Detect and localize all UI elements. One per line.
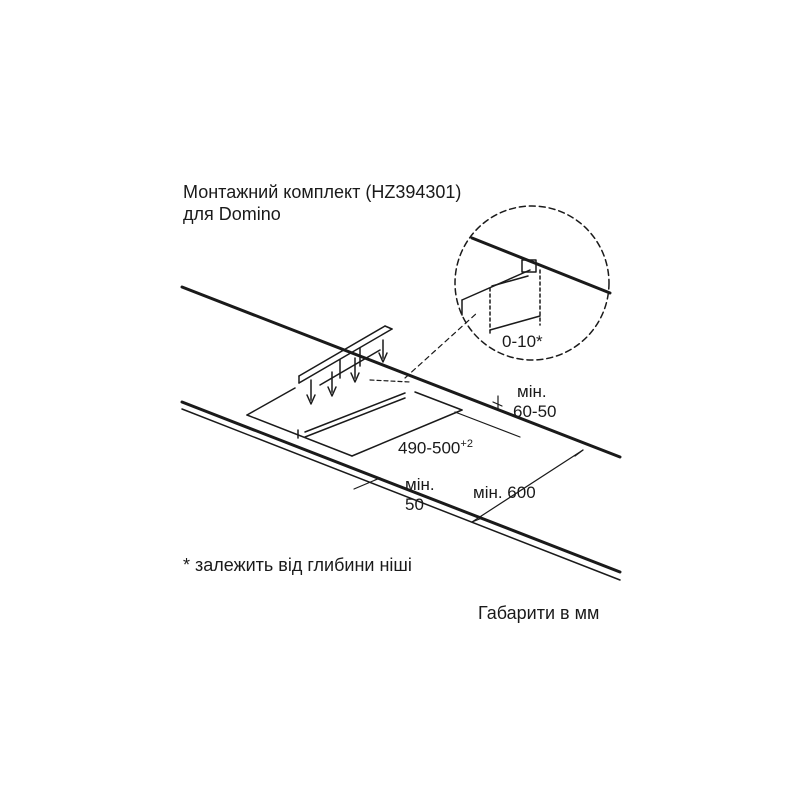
worktop-front-edge-lower bbox=[181, 408, 621, 581]
insert-arrows bbox=[306, 339, 388, 405]
depth-dimension bbox=[492, 395, 503, 411]
front-dimension bbox=[353, 477, 381, 490]
worktop-front-edge bbox=[180, 400, 622, 574]
mounting-bracket bbox=[298, 325, 393, 386]
width-min-label: мін. 600 bbox=[473, 483, 536, 502]
detail-content bbox=[461, 236, 612, 336]
cutout-dimension-label: 490-500+2 bbox=[398, 433, 473, 460]
worktop-back-edge bbox=[180, 285, 622, 459]
front-min-value: 50 bbox=[405, 495, 424, 514]
title-line-2: для Domino bbox=[183, 204, 281, 224]
front-min-label: мін. bbox=[405, 475, 435, 494]
inset-dimension-label: 0-10* bbox=[502, 332, 543, 351]
cutout-outline bbox=[246, 387, 463, 457]
title-line-1: Монтажний комплект (HZ394301) bbox=[183, 182, 462, 202]
depth-min-label: мін. bbox=[517, 382, 547, 401]
cutout-dimension bbox=[454, 411, 521, 438]
depth-min-value: 60-50 bbox=[513, 402, 557, 421]
units-note: Габарити в мм bbox=[478, 603, 600, 623]
cutout-dimension-value: 490-500 bbox=[398, 438, 461, 458]
width-dimension bbox=[471, 449, 584, 523]
footnote: * залежить від глибини ніші bbox=[183, 555, 412, 575]
cutout-tolerance: +2 bbox=[460, 438, 473, 450]
detail-circle bbox=[454, 205, 610, 361]
detail-leader-line bbox=[404, 311, 479, 379]
